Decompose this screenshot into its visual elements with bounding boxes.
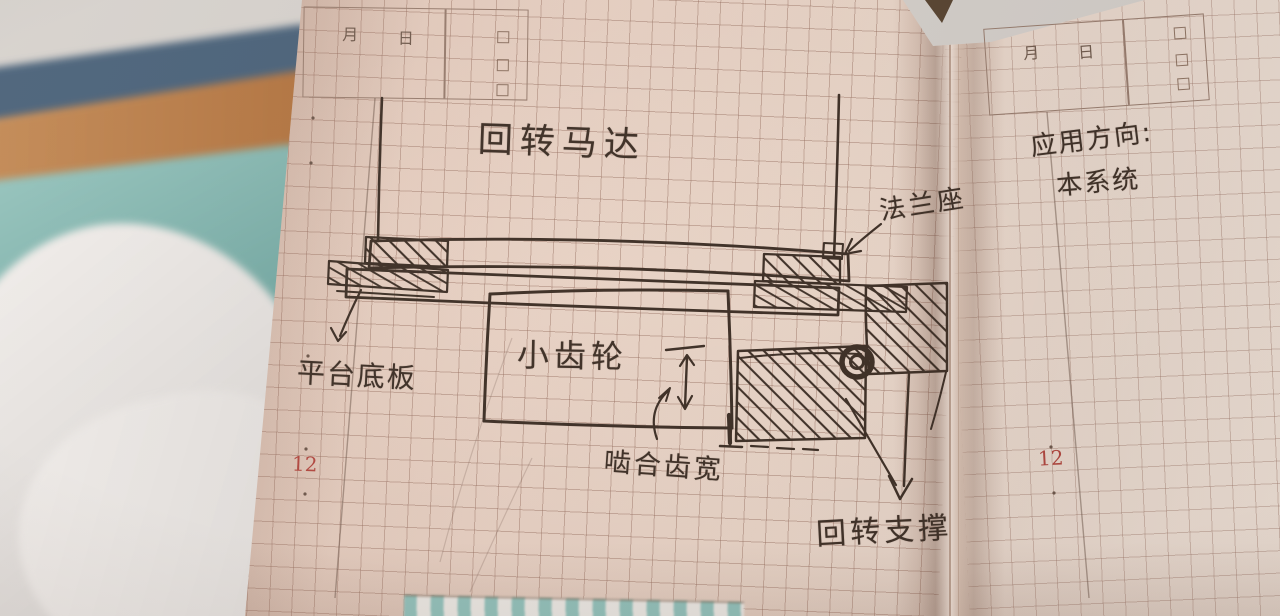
month-label: 月 xyxy=(342,24,359,45)
checkbox-icon xyxy=(1175,53,1189,67)
checkbox-icon xyxy=(1174,26,1187,40)
checkbox-icon xyxy=(496,84,509,97)
checkbox-icon xyxy=(497,31,510,44)
label-platform-plate: 平台底板 xyxy=(296,355,418,396)
page-number-right: 12 xyxy=(1037,445,1065,471)
label-mesh-width: 啮合齿宽 xyxy=(602,446,725,487)
label-rotary-motor: 回转马达 xyxy=(477,120,647,166)
page-number-left: 12 xyxy=(291,451,318,477)
header-divider xyxy=(443,9,447,99)
right-date-header: 月 日 xyxy=(983,13,1210,116)
day-label: 日 xyxy=(1077,42,1095,63)
header-divider xyxy=(1121,20,1130,105)
month-label: 月 xyxy=(1022,42,1040,64)
checkbox-icon xyxy=(496,59,510,72)
checkbox-icon xyxy=(1177,77,1191,91)
day-label: 日 xyxy=(397,28,415,48)
label-slewing-bearing: 回转支撑 xyxy=(815,510,954,553)
label-pinion: 小齿轮 xyxy=(516,336,629,376)
note-this-system: 本系统 xyxy=(1055,164,1142,202)
left-date-header: 月 日 xyxy=(302,6,529,101)
